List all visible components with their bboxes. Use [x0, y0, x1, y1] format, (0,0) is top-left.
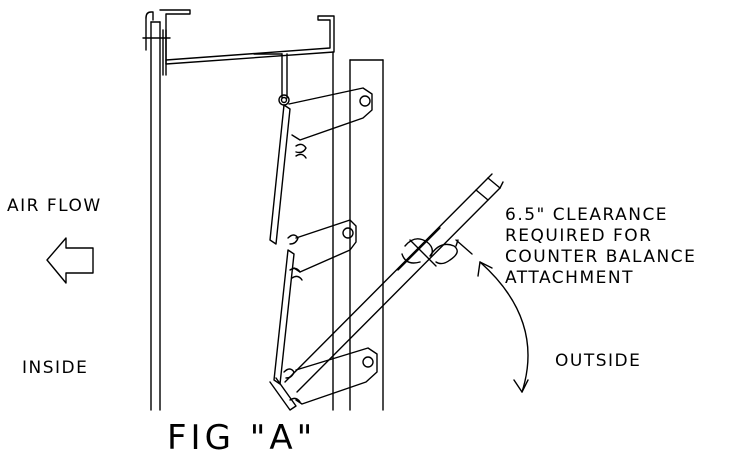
frame-jamb — [142, 11, 171, 411]
figure-title: FIG "A" — [167, 418, 317, 458]
clearance-arc-arrow — [455, 239, 529, 393]
pivot-arm-middle — [287, 219, 357, 281]
wing-nut-attachment — [397, 227, 458, 271]
air-flow-arrow-icon — [46, 237, 94, 284]
air-flow-label: AIR FLOW — [7, 196, 102, 216]
clearance-note-line-4: ATTACHMENT — [505, 268, 634, 288]
clearance-note-line-3: COUNTER BALANCE — [505, 247, 697, 267]
clearance-note-line-2: REQUIRED FOR — [505, 226, 653, 246]
outside-label: OUTSIDE — [555, 351, 642, 371]
clearance-note-line-1: 6.5" CLEARANCE — [505, 205, 669, 225]
frame-stile — [332, 51, 384, 411]
counter-balance-rod — [284, 173, 504, 393]
head-channel — [159, 9, 335, 99]
inside-label: INSIDE — [22, 358, 89, 378]
pivot-arm-lower — [283, 347, 378, 405]
pivot-arm-upper — [278, 87, 373, 159]
louver-blades — [269, 104, 297, 411]
